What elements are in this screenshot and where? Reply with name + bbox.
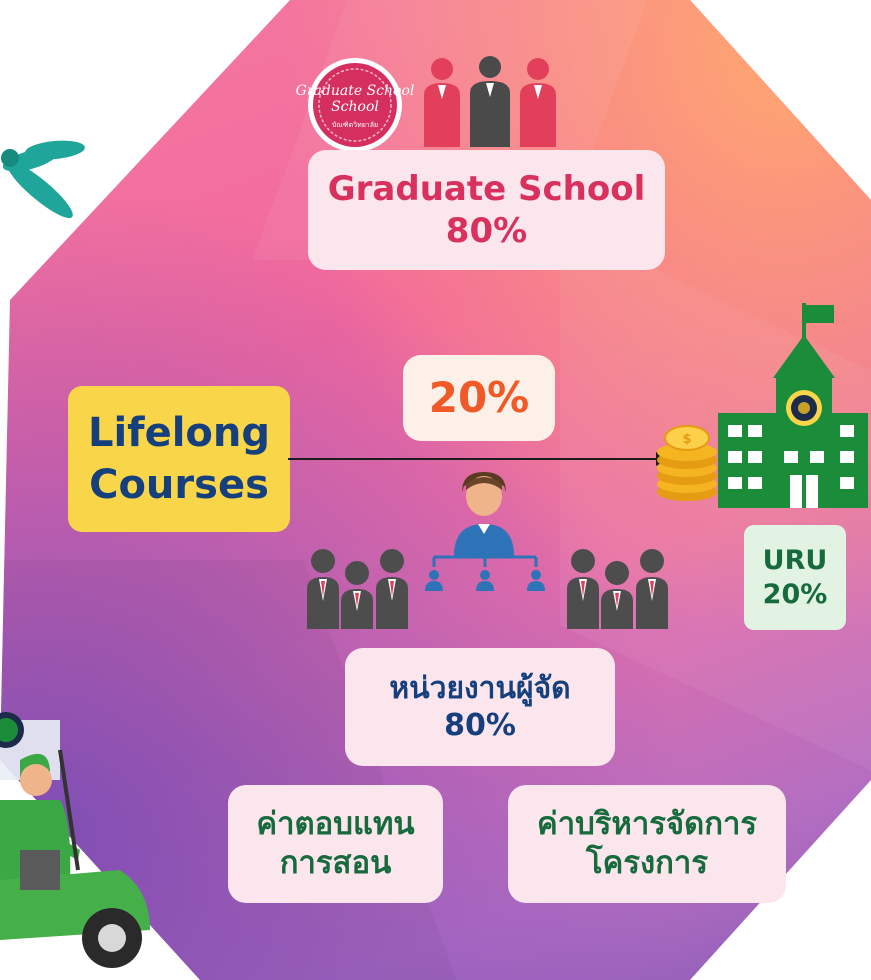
admin-fee-line1: ค่าบริหารจัดการ bbox=[536, 806, 758, 843]
lifelong-line2: Courses bbox=[89, 462, 269, 508]
team-people-icon bbox=[567, 549, 668, 629]
coins-icon: $ bbox=[657, 425, 717, 501]
svg-text:School: School bbox=[331, 99, 379, 115]
team-people-icon bbox=[307, 549, 408, 629]
university-building-icon bbox=[718, 303, 868, 508]
delivery-scooter-icon bbox=[0, 712, 150, 968]
teaching-fee-box: ค่าตอบแทน การสอน bbox=[228, 785, 443, 903]
transfer-percent: 20% bbox=[428, 372, 530, 422]
organizer-percent: 80% bbox=[444, 708, 516, 743]
organization-chart-icon bbox=[425, 545, 545, 591]
dragonfly-icon bbox=[1, 140, 85, 219]
transfer-percent-box: 20% bbox=[403, 355, 555, 441]
graduate-school-share-box: Graduate School 80% bbox=[308, 150, 665, 270]
group-of-people-icon bbox=[424, 56, 556, 147]
graduate-school-badge-icon: Graduate School School บัณฑิตวิทยาลัย bbox=[296, 58, 414, 152]
badge-title: Graduate School bbox=[296, 83, 415, 99]
uru-share-box: URU 20% bbox=[744, 525, 846, 630]
admin-fee-box: ค่าบริหารจัดการ โครงการ bbox=[508, 785, 786, 903]
uru-label: URU bbox=[762, 544, 828, 576]
admin-fee-line2: โครงการ bbox=[585, 845, 708, 881]
teaching-fee-line1: ค่าตอบแทน bbox=[256, 806, 415, 843]
flow-arrow bbox=[288, 452, 668, 466]
graduate-school-label: Graduate School bbox=[327, 168, 646, 209]
uru-percent: 20% bbox=[762, 578, 828, 610]
svg-text:$: $ bbox=[682, 432, 691, 447]
lifelong-line1: Lifelong bbox=[87, 410, 271, 456]
teaching-fee-line2: การสอน bbox=[279, 845, 392, 881]
badge-subtitle: บัณฑิตวิทยาลัย bbox=[332, 121, 378, 129]
organizer-label: หน่วยงานผู้จัด bbox=[389, 670, 571, 706]
organizer-share-box: หน่วยงานผู้จัด 80% bbox=[345, 648, 615, 766]
manager-icon bbox=[454, 472, 514, 556]
lifelong-courses-box: Lifelong Courses bbox=[68, 386, 290, 532]
graduate-school-percent: 80% bbox=[445, 211, 528, 251]
